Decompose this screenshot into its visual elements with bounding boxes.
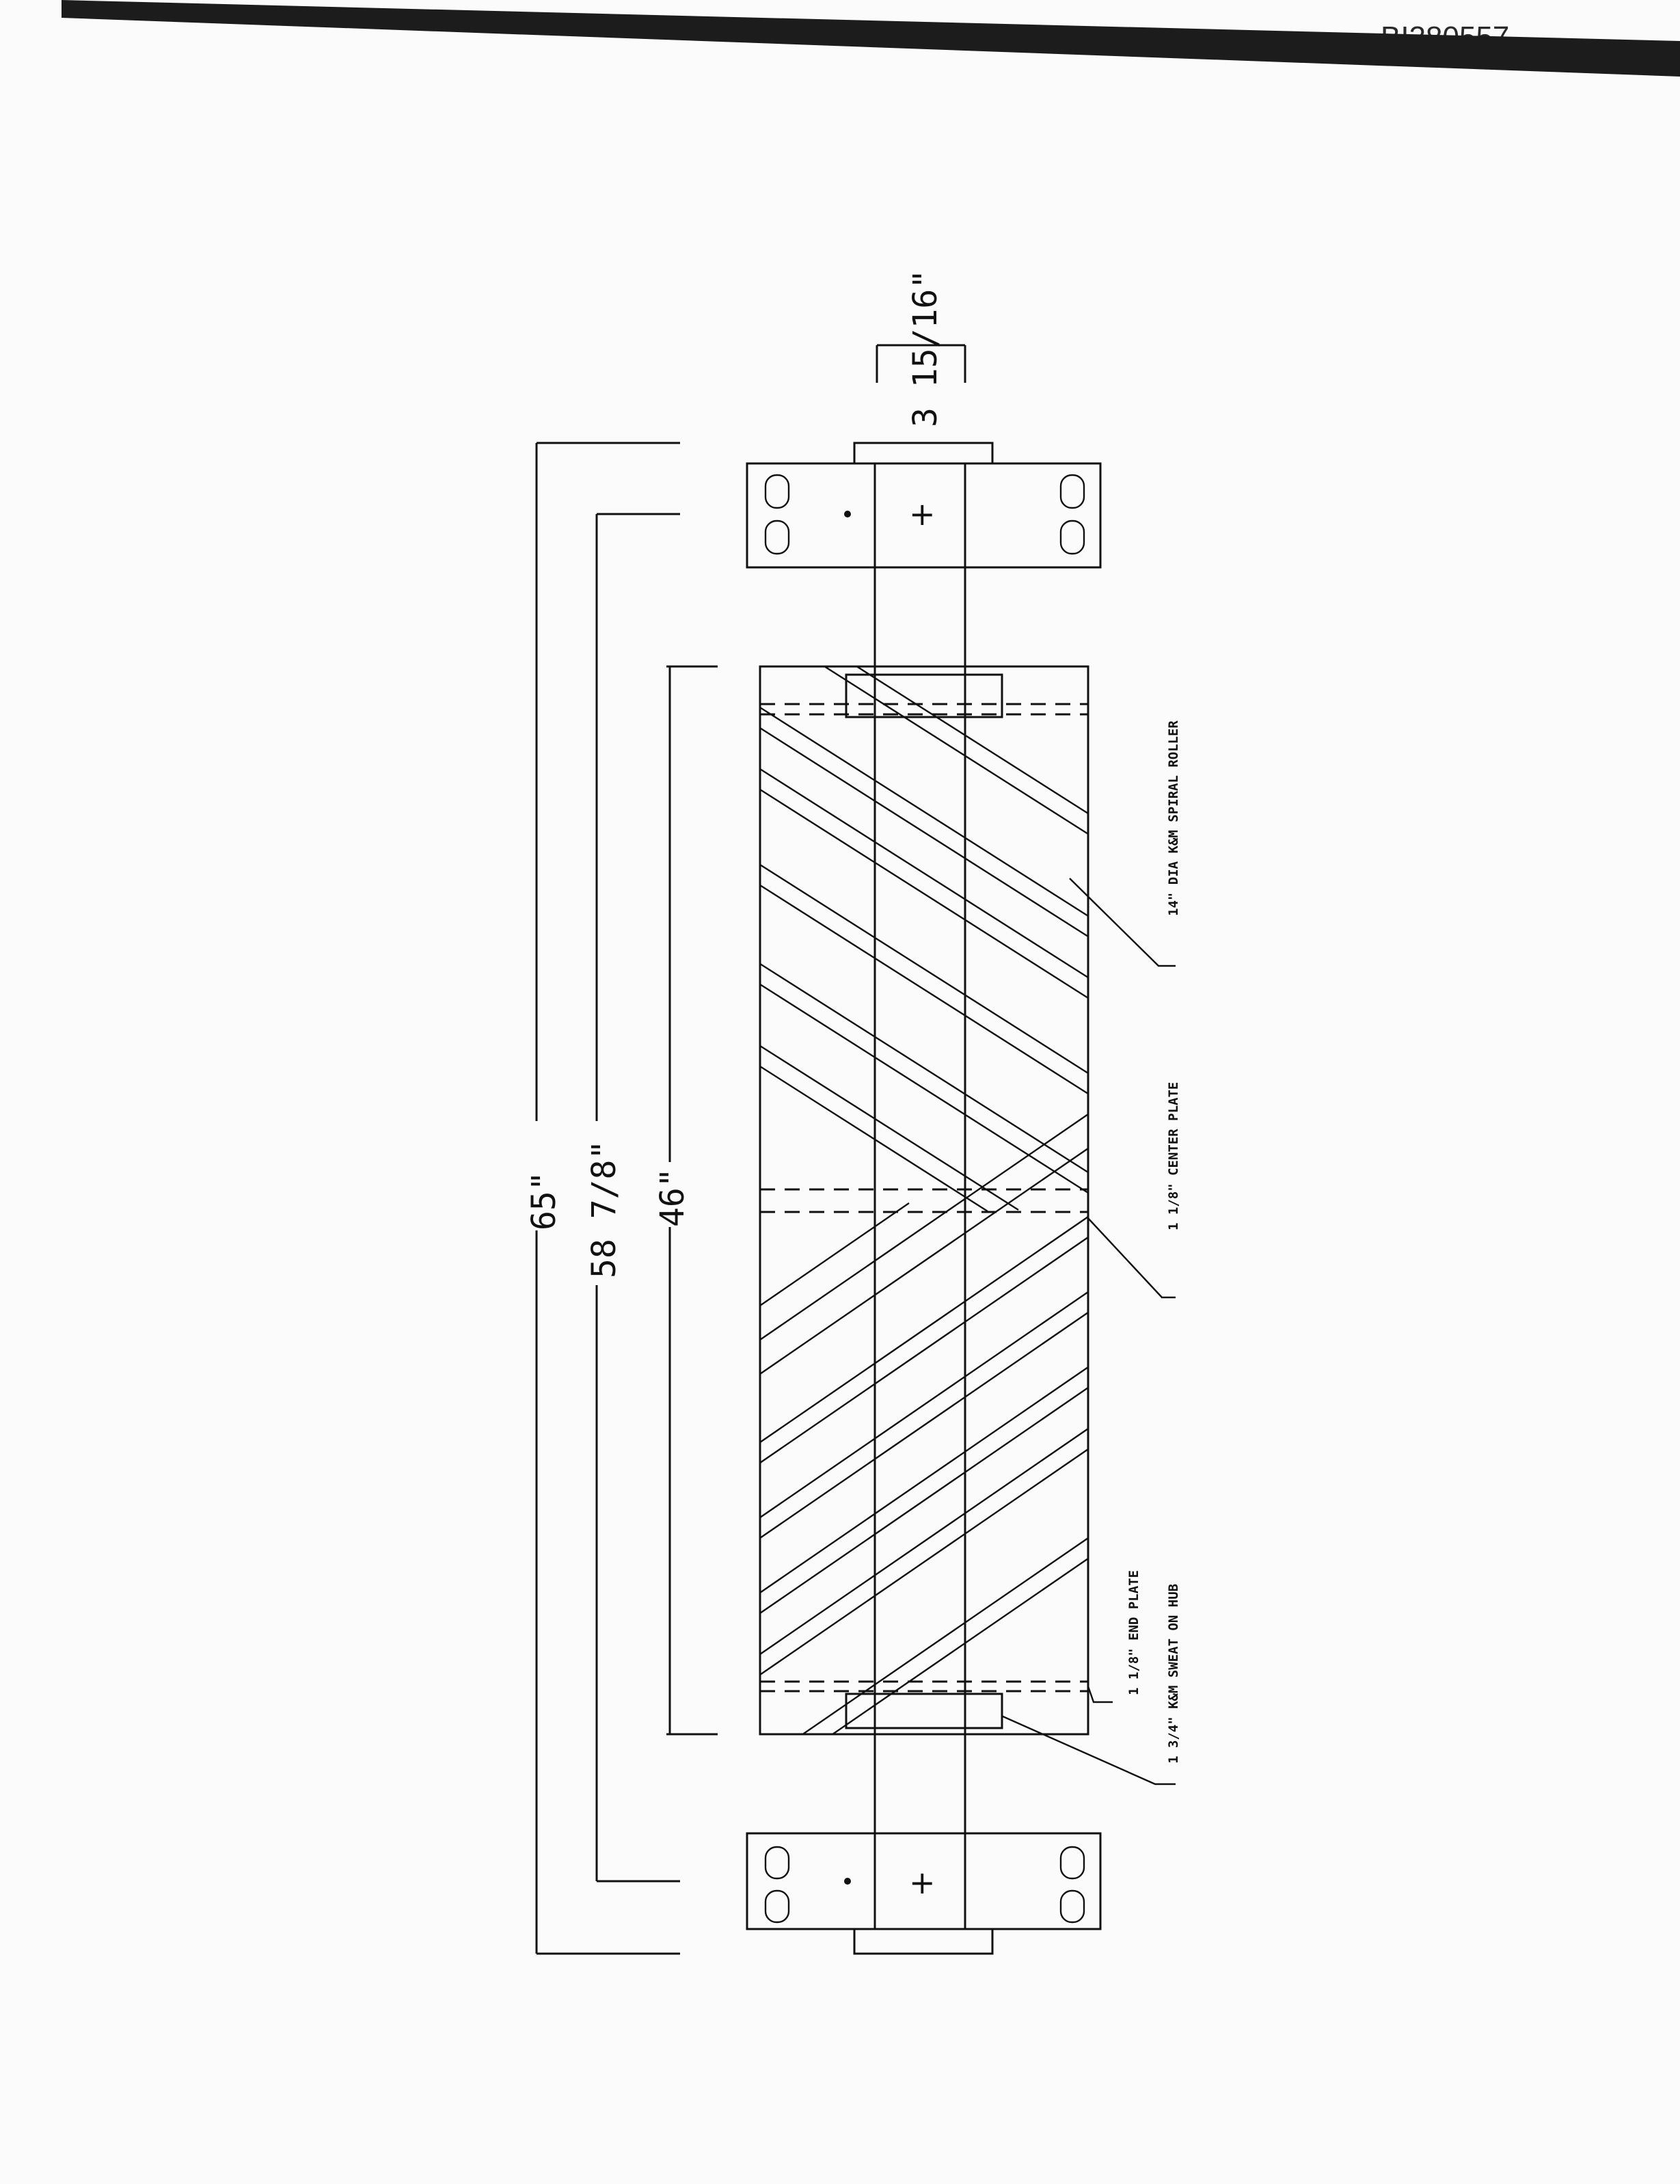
bearing-center-mark-bottom: + — [909, 1864, 936, 1901]
bearing-block-bottom: + — [746, 1832, 1102, 1930]
bearing-block-top: + — [746, 462, 1102, 569]
dimension-bearing-centers: 58 7/8" — [585, 513, 680, 1883]
callout-end-plate: 1 1/8" END PLATE — [1087, 1570, 1141, 1703]
shaft-end-top — [853, 442, 994, 465]
dimension-overall-text: 65" — [525, 1171, 563, 1230]
dimension-roller-face: 46" — [653, 665, 718, 1736]
dimension-bearing-centers-text: 58 7/8" — [585, 1140, 623, 1278]
callout-end-plate-text: 1 1/8" END PLATE — [1126, 1570, 1141, 1695]
shaft-end-bottom — [853, 1928, 994, 1955]
dimension-overall: 65" — [525, 442, 680, 1955]
roller-body — [759, 665, 1089, 1736]
center-plate — [760, 1188, 1088, 1213]
callout-sweat-hub: 1 3/4" K&M SWEAT ON HUB — [1001, 1584, 1181, 1785]
dimension-shaft-dia: 3 15/16" — [876, 269, 966, 427]
hub-bottom — [845, 1693, 1003, 1729]
scan-edge-bar — [62, 0, 1680, 77]
bearing-center-mark-top: + — [909, 496, 936, 532]
callout-center-plate: 1 1/8" CENTER PLATE — [1086, 1082, 1181, 1299]
dimension-shaft-dia-text: 3 15/16" — [906, 269, 945, 427]
spiral-flights — [760, 666, 1088, 1734]
dimension-roller-face-text: 46" — [653, 1168, 692, 1227]
end-plate-top — [760, 703, 1088, 716]
callout-spiral-roller: 14" DIA K&M SPIRAL ROLLER — [1069, 720, 1181, 967]
callout-sweat-hub-text: 1 3/4" K&M SWEAT ON HUB — [1166, 1584, 1181, 1764]
callout-center-plate-text: 1 1/8" CENTER PLATE — [1166, 1082, 1181, 1230]
callout-spiral-roller-text: 14" DIA K&M SPIRAL ROLLER — [1166, 720, 1181, 916]
hub-top — [845, 673, 1003, 718]
end-plate-bottom — [760, 1680, 1088, 1693]
